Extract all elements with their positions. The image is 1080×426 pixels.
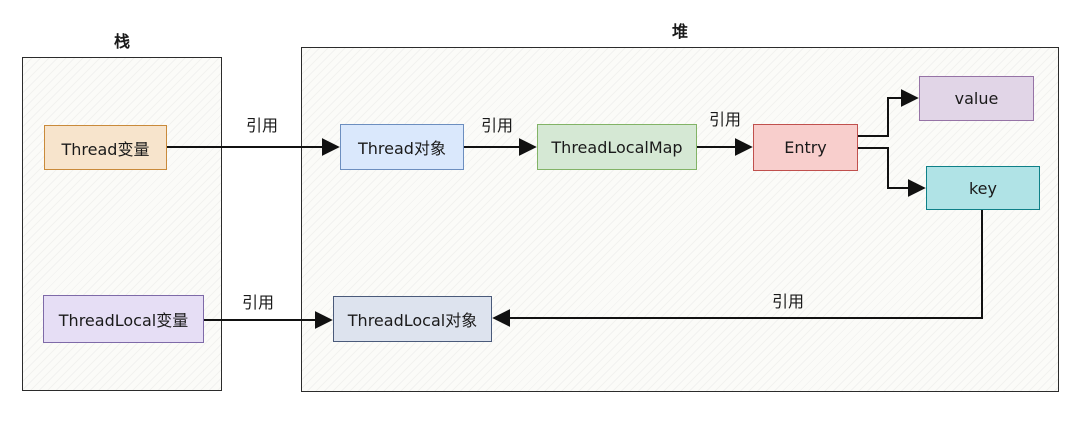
threadlocalmap-node[interactable]: ThreadLocalMap bbox=[537, 124, 697, 170]
threadlocal-variable-node[interactable]: ThreadLocal变量 bbox=[43, 295, 204, 343]
edge-label-key-ref: 引用 bbox=[772, 292, 805, 311]
edge-key-to-threadlocal-obj bbox=[492, 210, 983, 327]
edge-entry-to-value bbox=[858, 89, 919, 137]
edge-label-threadlocal-ref: 引用 bbox=[242, 293, 275, 312]
edge-label-thread-ref: 引用 bbox=[246, 116, 279, 135]
heap-title: 堆 bbox=[671, 22, 688, 41]
thread-object-node[interactable]: Thread对象 bbox=[340, 124, 464, 170]
thread-variable-node[interactable]: Thread变量 bbox=[44, 125, 167, 170]
threadlocal-object-node[interactable]: ThreadLocal对象 bbox=[333, 296, 492, 342]
key-node[interactable]: key bbox=[926, 166, 1040, 210]
stack-title: 栈 bbox=[113, 32, 130, 51]
value-node[interactable]: value bbox=[919, 76, 1034, 121]
edge-entry-to-key bbox=[858, 147, 926, 197]
entry-node[interactable]: Entry bbox=[753, 124, 858, 171]
edge-label-entry-ref: 引用 bbox=[709, 110, 742, 129]
edge-label-map-ref: 引用 bbox=[481, 116, 514, 135]
